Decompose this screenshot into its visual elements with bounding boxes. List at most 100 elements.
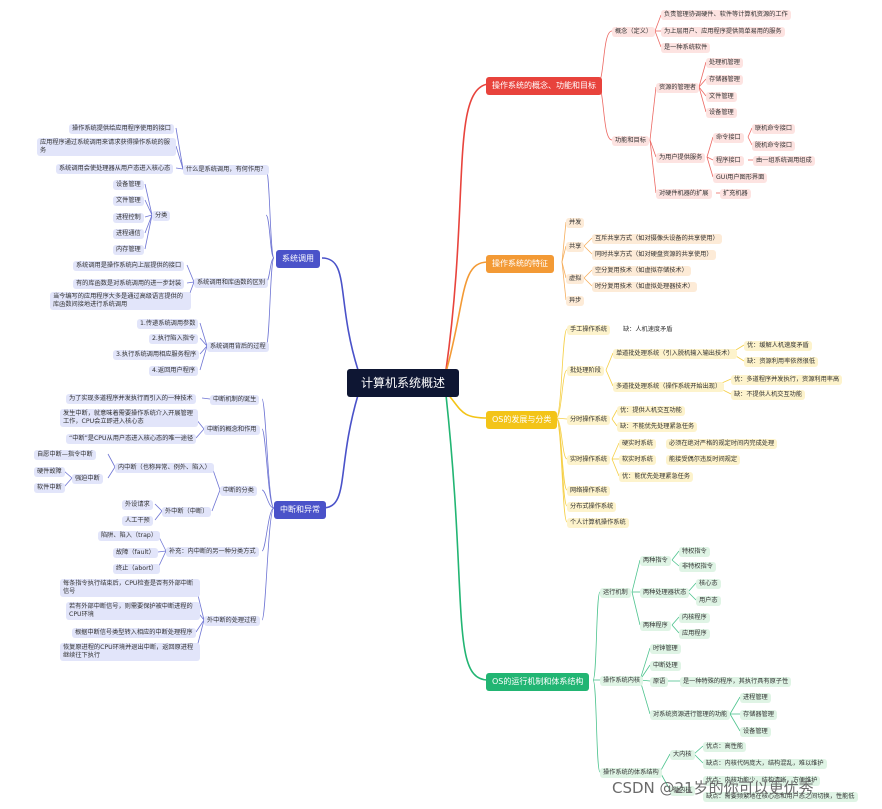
node-gui: GUI用户图形界面 — [713, 173, 768, 183]
node-cmd-interface: 命令接口 — [713, 133, 744, 143]
branch-os-runtime: OS的运行机制和体系结构 — [486, 673, 590, 691]
node-virtual-1: 空分复用技术（如虚拟存储技术） — [592, 266, 691, 276]
node-class-dev: 设备管理 — [113, 180, 144, 190]
node-manual: 手工操作系统 — [567, 325, 611, 335]
node-single-con: 缺：资源利用率依然很低 — [744, 357, 819, 367]
node-single-batch: 单道批处理系统（引入脱机输入输出技术） — [613, 349, 737, 359]
node-res-4: 设备管理 — [706, 108, 737, 118]
node-int-birth-1: 为了实现多道程序并发执行而引入的一种技术 — [66, 394, 196, 404]
node-handle-3: 根据中断信号类型转入相应的中断处理程序 — [72, 628, 196, 638]
node-resource-manager: 资源的管理者 — [656, 83, 700, 93]
node-primitive-desc: 是一种特殊的程序，其执行具有原子性 — [680, 677, 792, 687]
node-share-1: 互斥共享方式（如对摄像头设备的共享使用） — [592, 234, 722, 244]
node-dev-request: 外设请求 — [122, 500, 153, 510]
node-forced-int: 强迫中断 — [72, 474, 103, 484]
node-concept-3: 是一种系统软件 — [661, 43, 711, 53]
node-int-concept-1: 发生中断，就意味着需要操作系统介入开展管理工作，CPU会立即进入核心态 — [60, 409, 198, 427]
node-prog-interface: 程序接口 — [713, 156, 744, 166]
branch-os-features: 操作系统的特征 — [486, 255, 554, 273]
node-batch: 批处理阶段 — [567, 366, 604, 376]
node-resource-func: 对系统资源进行管理的功能 — [650, 710, 731, 720]
node-interrupt-handle: 中断处理 — [650, 661, 681, 671]
node-outer-handle: 外中断的处理过程 — [204, 616, 260, 626]
node-soft-rt-1: 能接受偶尔违反时间规定 — [666, 455, 741, 465]
node-pc-os: 个人计算机操作系统 — [567, 518, 629, 528]
node-network-os: 网络操作系统 — [567, 486, 611, 496]
node-cmd-1: 联机命令接口 — [752, 124, 796, 134]
node-distributed-os: 分布式操作系统 — [567, 502, 617, 512]
node-fault: 故障（fault） — [113, 548, 158, 558]
node-hw-ext: 对硬件机器的扩展 — [656, 189, 712, 199]
connector-b1 — [445, 83, 489, 371]
node-virtual: 虚拟 — [566, 274, 585, 284]
node-diff-3: 当今编写的应用程序大多是通过高级语言提供的库函数间接地进行系统调用 — [50, 292, 191, 310]
root-node: 计算机系统概述 — [347, 369, 459, 397]
node-concurrency: 并发 — [566, 218, 585, 228]
node-os-kernel: 操作系统内核 — [600, 676, 644, 686]
node-cmd-2: 脱机命令接口 — [752, 141, 796, 151]
node-syscall-vs-lib: 系统调用和库函数的区别 — [194, 278, 269, 288]
node-concept: 概念（定义） — [612, 27, 656, 37]
node-class-file: 文件管理 — [113, 196, 144, 206]
node-hw-fault: 硬件故障 — [34, 467, 65, 477]
connector-b4 — [445, 394, 489, 681]
node-user-service: 为用户提供服务 — [656, 153, 706, 163]
node-manual-int: 人工干预 — [122, 516, 153, 526]
node-handle-1: 每条指令执行结束后，CPU检查是否有外部中断信号 — [60, 579, 200, 597]
node-voluntary-int: 自愿中断—指令中断 — [34, 450, 96, 460]
node-kernel-mode: 核心态 — [696, 579, 721, 589]
branch-os-concept: 操作系统的概念、功能和目标 — [486, 77, 602, 95]
watermark: CSDN @21岁的你可以更优秀 — [612, 779, 814, 797]
node-trap: 陷阱、陷入（trap） — [98, 531, 161, 541]
node-mem-mgmt: 存储器管理 — [740, 710, 777, 720]
node-micro-pro: 优点：内核功能少，结构清晰，方便维护 — [703, 776, 821, 786]
node-nonpriv-instr: 非特权指令 — [679, 562, 716, 572]
node-user-mode: 用户态 — [696, 596, 721, 606]
branch-interrupt: 中断和异常 — [274, 501, 326, 519]
node-primitive: 原语 — [650, 677, 669, 687]
node-proc-step-4: 4.返回用户程序 — [149, 366, 199, 376]
node-run-mech: 运行机制 — [600, 588, 631, 598]
node-prog-1: 由一组系统调用组成 — [753, 156, 815, 166]
node-virtual-2: 时分复用技术（如虚拟处理器技术） — [592, 282, 697, 292]
node-other-class: 补充：内中断的另一种分类方式 — [166, 547, 259, 557]
node-diff-2: 有的库函数是对系统调用的进一步封装 — [73, 279, 185, 289]
node-proc-step-1: 1.传递系统调用参数 — [137, 319, 199, 329]
node-dev-mgmt: 设备管理 — [740, 727, 771, 737]
node-int-class: 中断的分类 — [220, 486, 257, 496]
node-priv-instr: 特权指令 — [679, 547, 710, 557]
connector-b2 — [445, 261, 489, 373]
connector-b6 — [321, 394, 359, 509]
branch-syscall: 系统调用 — [276, 250, 320, 268]
node-two-states: 两种处理器状态 — [640, 588, 690, 598]
node-ts-pro: 优：提供人机交互功能 — [617, 406, 685, 416]
node-rt-pro: 优：能优先处理紧急任务 — [619, 472, 694, 482]
node-concept-2: 为上层用户、应用程序提供简单易用的服务 — [661, 27, 785, 37]
node-share-2: 同时共享方式（如对硬盘资源的共享使用） — [592, 250, 716, 260]
node-async: 异步 — [566, 296, 585, 306]
node-realtime: 实时操作系统 — [567, 455, 611, 465]
node-class-ipc: 进程通信 — [113, 229, 144, 239]
node-inner-int: 内中断（也称异常、例外、陷入） — [115, 463, 214, 473]
node-timesharing: 分时操作系统 — [567, 415, 611, 425]
node-function: 功能和目标 — [612, 136, 649, 146]
node-big-pro: 优点：高性能 — [703, 742, 747, 752]
node-hw-ext-1: 扩充机器 — [720, 189, 751, 199]
node-res-1: 处理机管理 — [706, 58, 743, 68]
node-syscall-2: 应用程序通过系统调用来请求获得操作系统的服务 — [37, 138, 176, 156]
node-handle-4: 恢复原进程的CPU环境并退出中断，返回原进程继续往下执行 — [60, 643, 200, 661]
node-two-progs: 两种程序 — [640, 621, 671, 631]
node-big-kernel: 大内核 — [670, 750, 695, 760]
node-multi-batch: 多道批处理系统（操作系统开始出现） — [613, 382, 725, 392]
node-kernel-prog: 内核程序 — [679, 613, 710, 623]
node-ts-con: 缺：不能优先处理紧急任务 — [617, 422, 698, 432]
node-class-proc: 进程控制 — [113, 213, 144, 223]
node-micro-kernel: 微内核 — [670, 786, 695, 796]
node-syscall-1: 操作系统提供给应用程序使用的接口 — [69, 124, 174, 134]
node-abort: 终止（abort） — [113, 564, 161, 574]
node-arch: 操作系统的体系结构 — [600, 768, 662, 778]
node-res-2: 存储器管理 — [706, 75, 743, 85]
node-hard-rt: 硬实时系统 — [619, 439, 656, 449]
node-diff-1: 系统调用是操作系统向上层提供的接口 — [73, 261, 185, 271]
node-concept-1: 负责管理协调硬件、软件等计算机资源的工作 — [661, 10, 791, 20]
